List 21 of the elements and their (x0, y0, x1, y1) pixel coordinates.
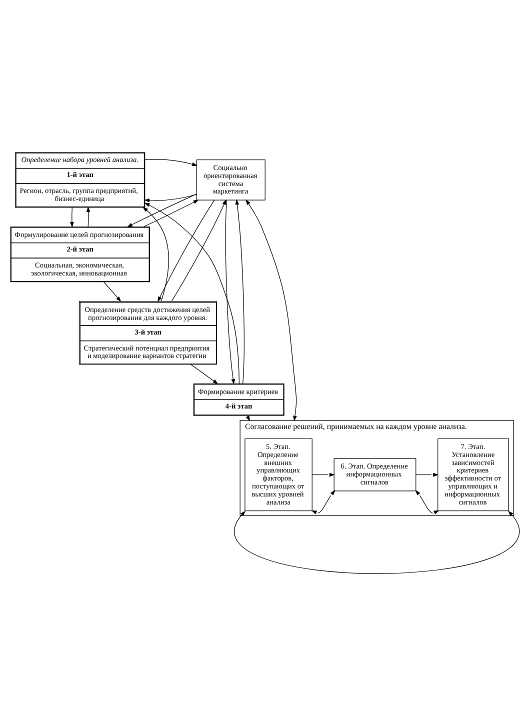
arrow (158, 200, 215, 302)
arrow (225, 200, 236, 385)
arrow (70, 207, 74, 228)
arrow (246, 199, 297, 422)
arrow (142, 206, 169, 302)
arrow (144, 194, 197, 202)
arrow (235, 199, 244, 384)
arrow (104, 282, 122, 302)
arrow (171, 199, 226, 302)
arrow (415, 490, 440, 514)
arrow (311, 490, 336, 514)
arrow (143, 200, 199, 228)
arrow (144, 202, 240, 384)
arrow (144, 159, 198, 166)
arrow (246, 415, 250, 422)
arrow (126, 194, 198, 228)
arrow (234, 510, 520, 574)
arrow (416, 472, 439, 477)
arrow (190, 364, 218, 384)
arrow (86, 206, 90, 227)
arrow (312, 472, 335, 477)
